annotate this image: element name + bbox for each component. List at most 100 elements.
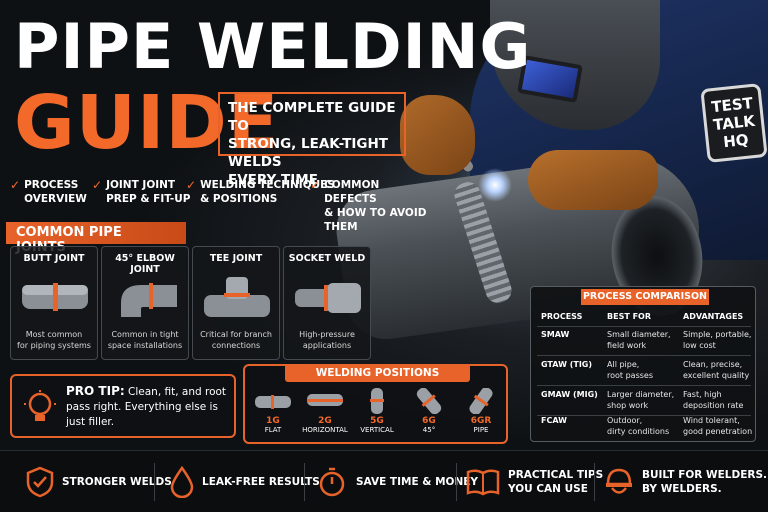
socket-weld-icon [295, 283, 361, 313]
benefit-label: BUILT FOR WELDERS. [642, 469, 768, 481]
footer-divider [456, 463, 457, 501]
best-for-cell: dirty conditions [607, 427, 670, 436]
title-line-2: GUIDE [14, 80, 280, 166]
process-cell: GTAW (TIG) [541, 360, 593, 369]
left-glove [400, 95, 475, 175]
subtitle-line: EVERY TIME [228, 172, 318, 188]
joints-panel: BUTT JOINT Most common for piping system… [10, 246, 372, 360]
advantages-cell: deposition rate [683, 401, 744, 410]
checklist-text: & POSITIONS [200, 193, 278, 205]
joint-card-tee: TEE JOINT Critical for branch connection… [192, 246, 280, 360]
best-for-cell: All pipe, [607, 360, 640, 369]
subtitle-line: THE COMPLETE GUIDE TO [228, 100, 396, 134]
elbow-joint-icon [121, 283, 177, 317]
benefit-label: YOU CAN USE [508, 483, 588, 495]
table-row: GTAW (TIG) All pipe, root passes Clean, p… [537, 359, 751, 386]
benefit-stronger-welds: STRONGER WELDS [26, 463, 172, 501]
drop-icon [170, 466, 194, 498]
position-name: FLAT [264, 426, 282, 434]
column-header: ADVANTAGES [683, 312, 744, 321]
joint-desc: space installations [107, 341, 183, 350]
best-for-cell: root passes [607, 371, 653, 380]
joint-title: 45° ELBOW JOINT [115, 253, 175, 275]
checklist-text: COMMON DEFECTS [324, 179, 380, 205]
advantages-cell: good penetration [683, 427, 753, 436]
advantages-cell: excellent quality [683, 371, 750, 380]
joint-desc: Most common [25, 330, 83, 339]
advantages-cell: Wind tolerant, [683, 416, 740, 425]
vertical-pipe-icon [370, 388, 384, 414]
book-icon [466, 469, 500, 496]
process-comparison-table: PROCESS COMPARISON PROCESS BEST FOR ADVA… [530, 286, 756, 442]
advantages-cell: Fast, high [683, 390, 722, 399]
table-header-row: PROCESS BEST FOR ADVANTAGES [537, 311, 751, 327]
benefit-leak-free: LEAK-FREE RESULTS [170, 463, 320, 501]
position-name: HORIZONTAL [302, 426, 348, 434]
checklist-item: ✓ COMMON DEFECTS & HOW TO AVOID THEM [310, 178, 430, 234]
footer-divider [594, 463, 595, 501]
title-line-1: PIPE WELDING [14, 10, 532, 83]
checklist-item: ✓ JOINT JOINT PREP & FIT-UP [92, 178, 190, 206]
joint-desc: Critical for branch [200, 330, 272, 339]
checklist-text: PROCESS [24, 179, 79, 191]
position-6gr: 6GR PIPE [457, 388, 505, 442]
subtitle-box: THE COMPLETE GUIDE TO STRONG, LEAK-TIGHT… [218, 92, 406, 188]
checklist-text: & HOW TO AVOID THEM [324, 207, 427, 233]
position-6g: 6G 45° [405, 388, 453, 442]
benefit-label: STRONGER WELDS [62, 476, 172, 488]
joint-title: BUTT JOINT [23, 253, 85, 264]
table-row: FCAW Outdoor,dirty conditions Wind toler… [537, 415, 753, 441]
checklist-item: ✓ PROCESS OVERVIEW [10, 178, 87, 206]
benefit-practical-tips: PRACTICAL TIPS YOU CAN USE [466, 463, 603, 501]
position-name: PIPE [473, 426, 489, 434]
badge-line: TALK [712, 111, 756, 135]
joint-card-butt: BUTT JOINT Most common for piping system… [10, 246, 98, 360]
benefit-label: BY WELDERS. [642, 483, 722, 495]
check-icon: ✓ [92, 178, 103, 192]
tee-joint-icon [204, 277, 270, 317]
column-header: BEST FOR [607, 312, 651, 321]
positions-heading: WELDING POSITIONS [285, 364, 470, 382]
joint-desc: connections [211, 341, 261, 350]
brand-badge: TEST TALK HQ [700, 83, 768, 163]
position-code: 2G [318, 416, 332, 426]
position-5g: 5G VERTICAL [353, 388, 401, 442]
checklist-text: PREP & FIT-UP [106, 193, 191, 205]
pro-tip-text: PRO TIP: Clean, fit, and root pass right… [66, 384, 232, 430]
benefit-label: SAVE TIME & MONEY [356, 476, 479, 488]
pro-tip-label: PRO TIP: [66, 384, 125, 398]
benefit-save-time: SAVE TIME & MONEY [316, 463, 478, 501]
process-cell: GMAW (MIG) [541, 390, 598, 399]
advantages-cell: Simple, portable, [683, 330, 752, 339]
restricted-pipe-icon [469, 388, 493, 414]
position-name: 45° [422, 426, 436, 434]
column-header: PROCESS [541, 312, 583, 321]
advantages-cell: Clean, precise, [683, 360, 743, 369]
best-for-cell: shop work [607, 401, 649, 410]
right-glove [528, 150, 658, 210]
position-name: VERTICAL [360, 426, 394, 434]
check-icon: ✓ [186, 178, 197, 192]
table-row: GMAW (MIG) Larger diameter,shop work Fas… [537, 389, 751, 416]
stopwatch-icon [319, 467, 345, 497]
joint-desc: applications [302, 341, 352, 350]
position-2g: 2G HORIZONTAL [301, 388, 349, 442]
shield-check-icon [26, 466, 54, 498]
pro-tip-body: Clean, fit, and root pass right. Everyth… [66, 386, 227, 428]
joint-title: TEE JOINT [209, 253, 263, 264]
welding-arc-glow [478, 168, 512, 202]
best-for-cell: Small diameter, [607, 330, 671, 339]
joint-card-elbow: 45° ELBOW JOINT Common in tight space in… [101, 246, 189, 360]
butt-joint-icon [22, 283, 88, 311]
footer-benefits-bar: STRONGER WELDS LEAK-FREE RESULTS SAVE TI… [0, 450, 768, 512]
angled-pipe-icon [416, 388, 442, 414]
position-code: 6G [422, 416, 436, 426]
lightbulb-icon [24, 390, 56, 421]
table-row: SMAW Small diameter,field work Simple, p… [537, 329, 751, 356]
benefit-built-for-welders: BUILT FOR WELDERS. BY WELDERS. [604, 463, 767, 501]
footer-divider [304, 463, 305, 501]
process-cell: SMAW [541, 330, 570, 339]
subtitle-line: STRONG, LEAK-TIGHT WELDS [228, 136, 389, 170]
check-icon: ✓ [10, 178, 21, 192]
horizontal-pipe-icon [307, 394, 343, 406]
